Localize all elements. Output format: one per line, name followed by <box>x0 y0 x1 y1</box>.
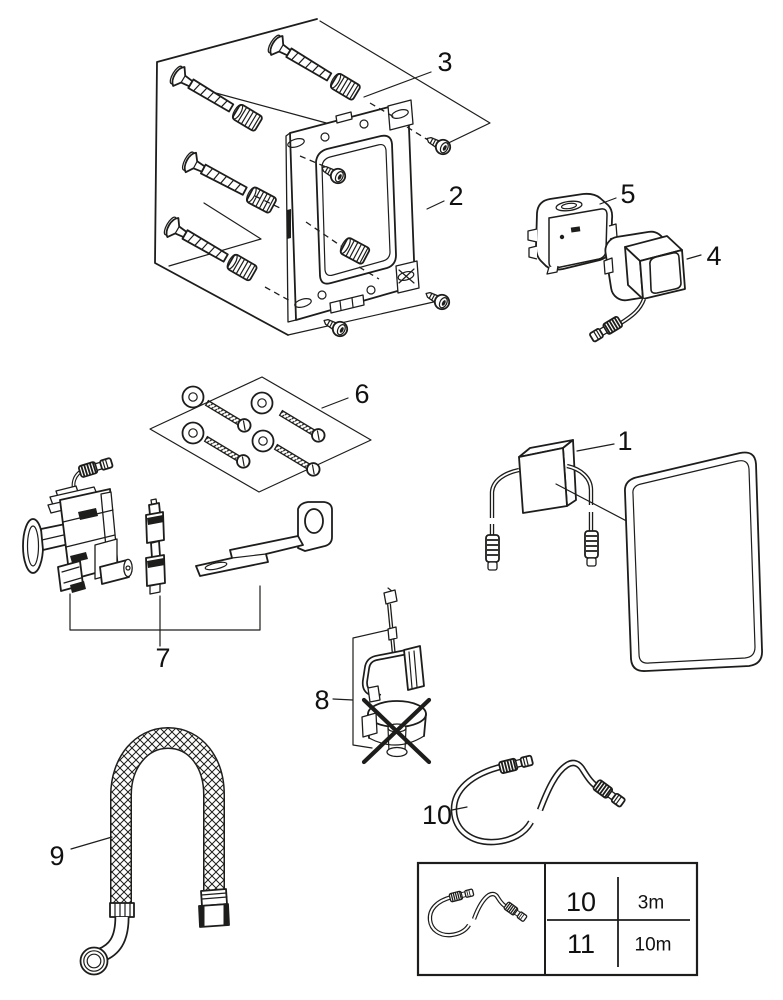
frame-screw-right <box>422 131 454 158</box>
wall-plane <box>154 18 491 336</box>
callout-3: 3 <box>437 47 452 77</box>
group-7-bracket <box>69 585 261 647</box>
leader-line-9 <box>70 836 113 850</box>
wall-anchor-top <box>264 31 364 104</box>
wall-anchor-lower-left <box>160 213 260 285</box>
callout-1: 1 <box>617 426 632 456</box>
table-length-row1: 3m <box>638 893 664 914</box>
cable-connector <box>591 778 628 809</box>
table-ref-row2: 11 <box>567 929 595 959</box>
callout-6: 6 <box>354 379 369 409</box>
housing-logo-mark <box>570 226 581 233</box>
callout-9: 9 <box>49 841 64 871</box>
leader-line-4 <box>686 254 702 260</box>
solenoid-valve <box>22 455 133 593</box>
adapter-cartridge <box>145 498 166 595</box>
cable-connector <box>584 530 599 567</box>
leader-line-2 <box>426 200 445 210</box>
extension-cable <box>450 753 628 846</box>
leader-line-5 <box>599 197 617 205</box>
callout-2: 2 <box>448 181 463 211</box>
group-8-bracket <box>332 629 389 749</box>
rough-in-housing <box>527 192 618 275</box>
cross-out-icon <box>361 697 432 765</box>
cable-connector <box>485 534 500 571</box>
callout-8: 8 <box>314 685 329 715</box>
callout-7: 7 <box>155 643 170 673</box>
callout-10: 10 <box>422 800 452 830</box>
sensor-unit <box>587 230 702 344</box>
cable-icon <box>427 887 529 938</box>
power-module <box>485 439 641 571</box>
parts-table: 10 3m 11 10m <box>416 861 699 977</box>
callout-4: 4 <box>706 241 721 271</box>
cable-connector <box>497 753 535 775</box>
lift-rod-assembly <box>361 587 425 703</box>
mounting-frame <box>285 99 420 323</box>
obsolete-part <box>361 697 432 765</box>
callout-5: 5 <box>620 179 635 209</box>
leader-line-6 <box>321 397 349 409</box>
wall-anchor-upper-left <box>166 62 266 135</box>
leader-line-1 <box>576 443 615 452</box>
screw-washer-set <box>149 376 372 493</box>
frame-screw-bottom-right <box>421 286 453 313</box>
flex-hose <box>70 726 230 976</box>
callout-labels: 1 2 3 4 5 6 7 8 9 10 <box>49 47 721 871</box>
wall-anchor-middle-left <box>178 148 280 217</box>
leader-line-3 <box>363 71 432 98</box>
frame-dashed-guides <box>254 102 429 303</box>
leader-line-10 <box>451 806 468 811</box>
table-ref-row1: 10 <box>566 887 596 917</box>
mounting-bracket <box>195 501 333 577</box>
cover-plate <box>624 451 763 672</box>
table-length-row2: 10m <box>635 935 672 956</box>
washer <box>181 385 275 453</box>
